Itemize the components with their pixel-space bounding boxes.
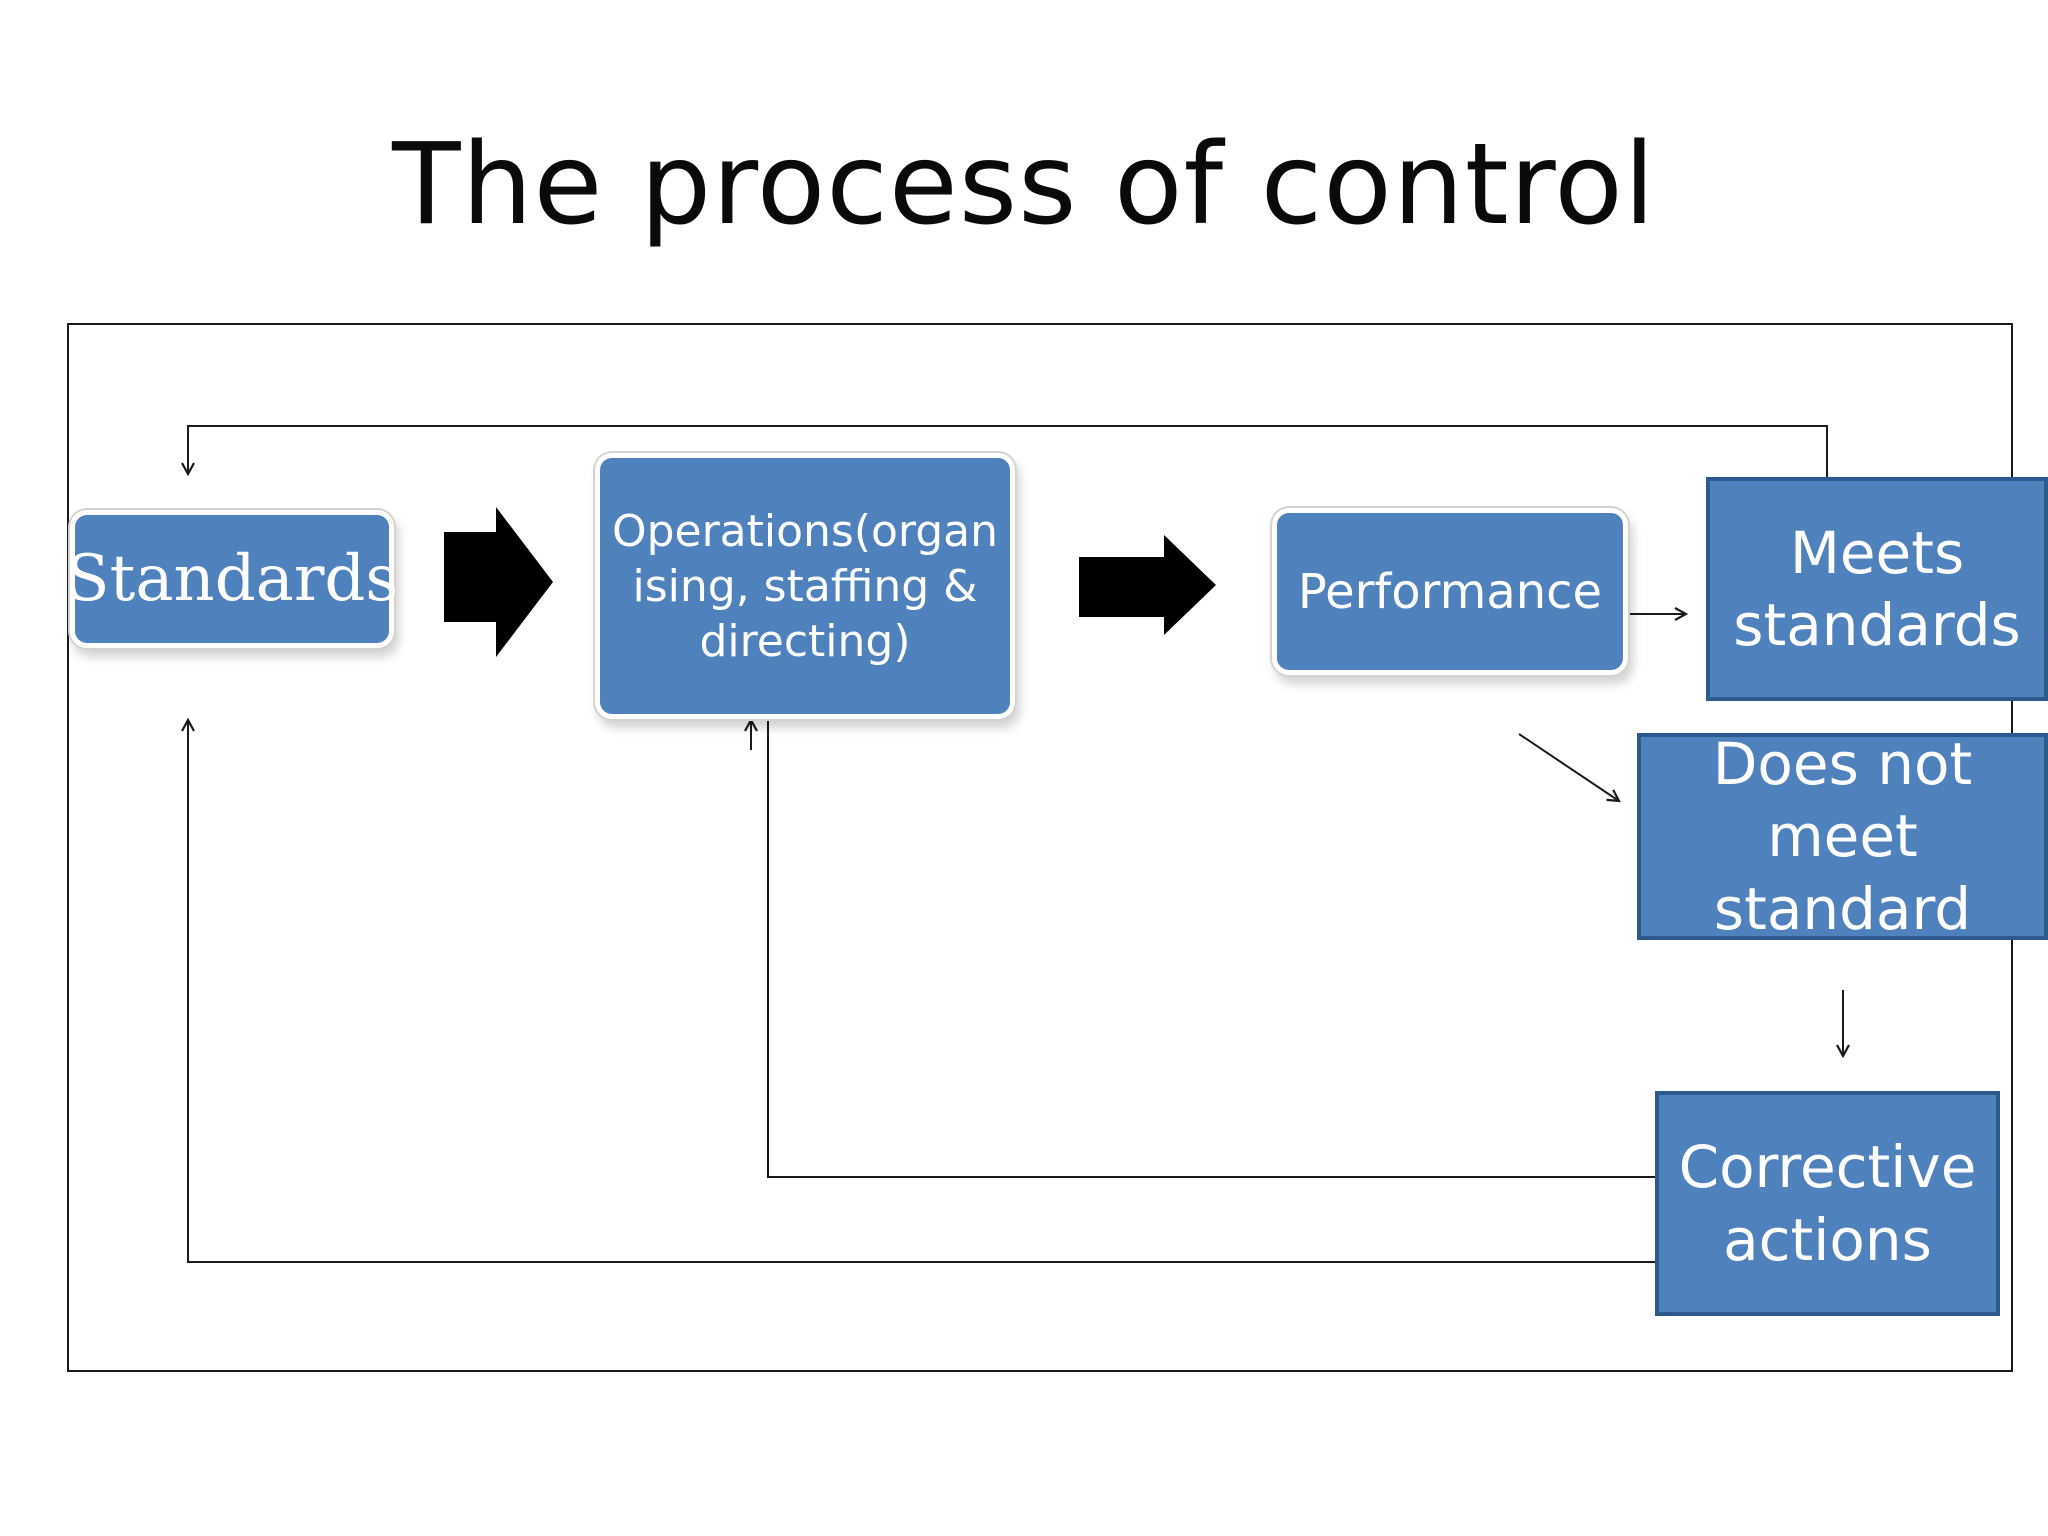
node-corrective-actions-label: Corrective actions — [1678, 1133, 1977, 1274]
arrow-performance-to-not-meets — [1518, 733, 1619, 801]
big-arrow-operations-to-performance — [1079, 535, 1216, 635]
feedback-line-corrective-to-standards — [188, 720, 1655, 1263]
slide-title: The process of control — [392, 120, 1656, 250]
node-meets-standards-label: Meets standards — [1733, 518, 2021, 660]
node-does-not-meet-label: Does not meet standard — [1712, 733, 1973, 940]
node-performance-label: Performance — [1297, 563, 1603, 620]
node-operations: Operations(organ ising, staffing & direc… — [600, 458, 1010, 714]
node-standards-label: Standards — [65, 542, 399, 616]
feedback-line-corrective-to-operations — [767, 720, 1660, 1178]
node-does-not-meet: Does not meet standard — [1637, 733, 2048, 940]
big-arrow-standards-to-operations — [444, 507, 553, 657]
node-performance: Performance — [1277, 513, 1623, 670]
node-standards: Standards — [66, 515, 398, 643]
node-operations-label: Operations(organ ising, staffing & direc… — [611, 505, 999, 667]
node-corrective-actions: Corrective actions — [1655, 1091, 2000, 1316]
node-meets-standards: Meets standards — [1706, 477, 2048, 701]
